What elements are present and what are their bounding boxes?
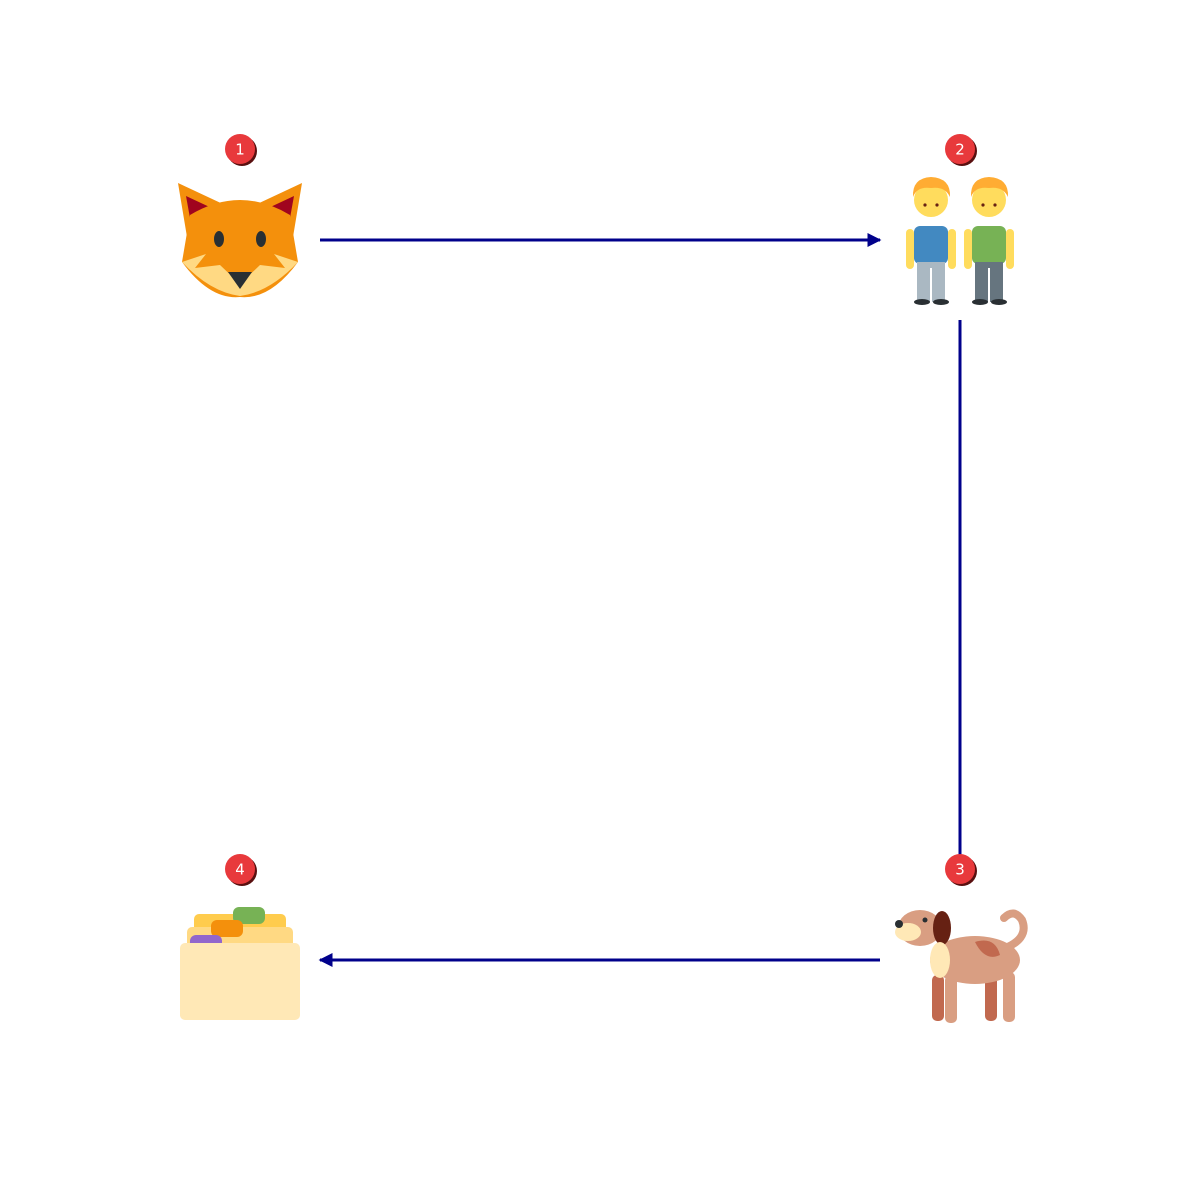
edges [318, 233, 962, 967]
badge-4: 4 [225, 854, 257, 886]
badge-3: 3 [945, 854, 977, 886]
badge-label: 1 [235, 141, 245, 159]
node-people[interactable]: 2 [906, 134, 1014, 305]
card-index-dividers-icon [180, 907, 300, 1020]
badge-label: 4 [235, 861, 245, 879]
node-fox[interactable]: 1 [178, 134, 302, 298]
fox-face-icon [178, 183, 302, 298]
badge-label: 3 [955, 861, 965, 879]
node-dog[interactable]: 3 [895, 854, 1028, 1023]
node-files[interactable]: 4 [180, 854, 300, 1020]
badge-1: 1 [225, 134, 257, 166]
badge-2: 2 [945, 134, 977, 166]
two-men-holding-hands-icon [906, 177, 1014, 305]
badge-label: 2 [955, 141, 965, 159]
dog-icon [895, 909, 1028, 1023]
